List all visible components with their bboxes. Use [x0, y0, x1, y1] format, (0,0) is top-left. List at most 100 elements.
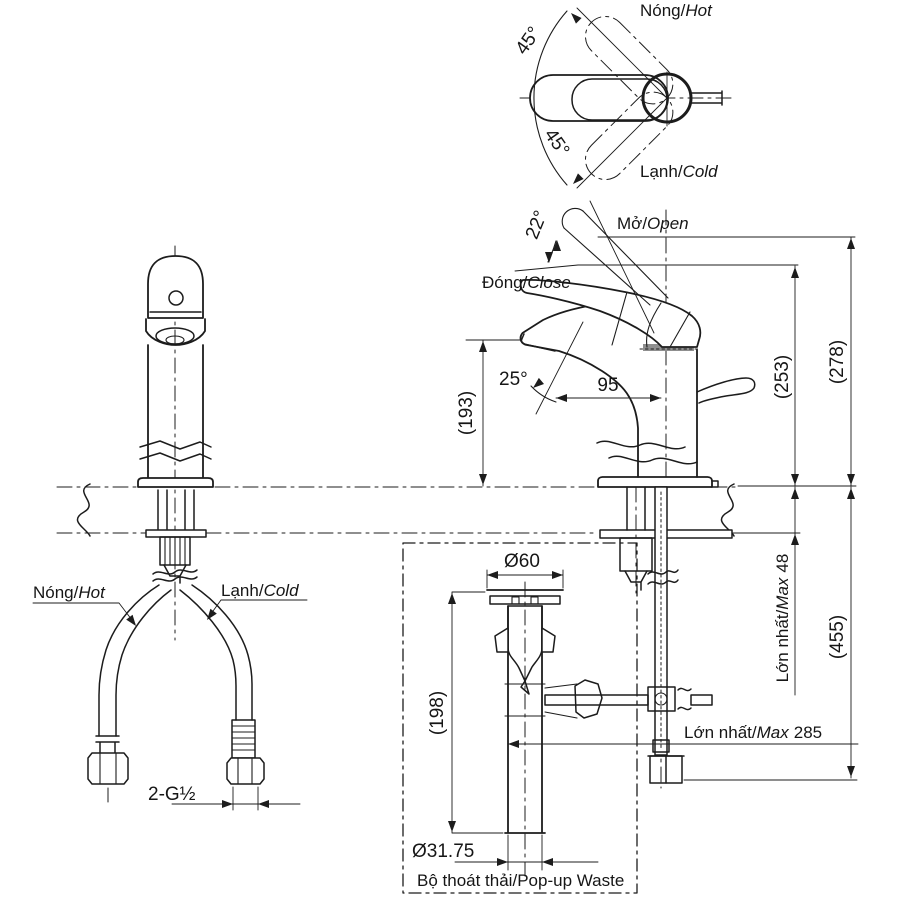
- reach-label: 95: [597, 375, 618, 396]
- cold-hose-outer: [191, 584, 253, 721]
- waste-height-arrow-bottom: [448, 821, 456, 832]
- front-view: Nóng/Hot Lạnh/Cold 2-G½: [32, 245, 308, 811]
- popup-waste-detail: Ø60 (198) Ø31.75 Bộ thoát thải/Pop-up Wa…: [402, 542, 713, 894]
- counter-deck: [56, 483, 857, 537]
- rod-reach-arrow: [508, 740, 519, 748]
- faucet-base: [597, 476, 713, 488]
- clamp-screw: [654, 692, 668, 706]
- horizontal-rod: [544, 694, 649, 706]
- lock-nut-knurl: [164, 536, 186, 566]
- rod-clamp: [647, 686, 676, 712]
- rod-ball-joint: [574, 679, 603, 719]
- under-counter-arrow-top: [847, 488, 855, 499]
- rotation-angle-arc: [533, 10, 568, 186]
- hot-nut-facets: [99, 752, 117, 785]
- pipe-dia-arrow-left: [497, 858, 508, 866]
- handle-facet-lines: [611, 291, 691, 348]
- plug-wings: [494, 627, 556, 653]
- handle-front: [147, 255, 204, 319]
- valve-spindle: [690, 90, 723, 106]
- front-shank: [157, 489, 195, 530]
- popup-boundary-box: [402, 542, 638, 894]
- flange-lug-right: [530, 596, 539, 605]
- swing-angle-lower: 45°: [540, 125, 574, 161]
- cold-connector-ribs: [231, 725, 256, 751]
- pipe-dia-label: Ø31.75: [412, 841, 474, 862]
- waste-tee: [504, 683, 578, 719]
- deck-thickness-label: Lớn nhất/Max48: [773, 554, 792, 683]
- flange-dia-label: Ø60: [504, 551, 540, 572]
- swing-angle-upper: 45°: [512, 23, 546, 59]
- lever-angle-arc: [547, 240, 557, 263]
- front-washer: [145, 529, 207, 538]
- aerator-inner: [165, 335, 185, 345]
- pull-rod-knob: [696, 377, 756, 404]
- under-counter-arrow-bottom: [847, 766, 855, 777]
- hot-leader: [32, 602, 136, 625]
- top-view: Nóng/Hot Lạnh/Cold 45° 45°: [512, 1, 736, 189]
- flange-lug-left: [511, 596, 520, 605]
- arc-arrow-up: [571, 13, 582, 24]
- hot-hose-coupling: [95, 735, 120, 754]
- waste-height-dim: [451, 591, 504, 834]
- counter-break-left: [76, 483, 91, 537]
- handle-outline-top: [529, 74, 669, 122]
- popup-waste-label: Bộ thoát thải/Pop-up Waste: [417, 871, 624, 890]
- lever-angle-arrow-top: [553, 240, 561, 251]
- arc-arrow-down: [573, 173, 584, 184]
- flange-dia-arrow-left: [487, 571, 498, 579]
- cold-hose-nut: [226, 757, 265, 785]
- cold-leader-arrow: [207, 608, 217, 620]
- hot-hose-nut: [87, 752, 129, 785]
- spout-front: [145, 318, 206, 346]
- waste-height-label: (198): [427, 691, 448, 735]
- thread-label: 2-G½: [148, 784, 196, 805]
- rotation-angle-rays: [576, 7, 668, 189]
- hot-hose-inner: [115, 589, 172, 737]
- rod-stub: [690, 694, 713, 706]
- thread-arrow-right: [258, 800, 269, 808]
- hot-label-top-view: Nóng/Hot: [640, 1, 713, 20]
- temperature-indicator: [168, 290, 184, 306]
- hose-break: [152, 569, 198, 582]
- pull-rod-break: [647, 569, 679, 585]
- hot-label-front: Nóng/Hot: [33, 583, 106, 602]
- cold-label-front: Lạnh/Cold: [221, 581, 299, 600]
- hot-leader-arrow: [126, 614, 136, 626]
- rod-break: [677, 687, 692, 711]
- spout-angle-ray: [535, 321, 584, 415]
- open-height-arrow-bottom: [847, 474, 855, 485]
- counter-extension-lines: [737, 485, 857, 534]
- closed-height-arrow-top: [791, 267, 799, 278]
- rod-collar: [652, 739, 670, 753]
- lever-angle-label: 22°: [522, 208, 552, 243]
- close-extension-line: [514, 264, 799, 272]
- spout-angle-label: 25°: [499, 369, 528, 390]
- open-height-arrow-top: [847, 238, 855, 249]
- cold-label-top-view: Lạnh/Cold: [640, 162, 718, 181]
- waste-flange-underplate: [489, 595, 561, 605]
- counter-break-right: [720, 483, 735, 537]
- body-break-lines: [596, 440, 698, 465]
- close-label: Đóng/Close: [482, 273, 571, 292]
- reach-arrow-left: [556, 394, 567, 402]
- base-step: [711, 480, 719, 488]
- spout-angle-arrow: [533, 377, 544, 388]
- cold-hose-inner: [179, 589, 237, 721]
- lever-angle-arrow-bottom: [545, 252, 553, 263]
- thread-dim-lines: [171, 786, 301, 811]
- open-label: Mở/Open: [617, 214, 689, 233]
- handle-open-axis: [589, 200, 655, 334]
- mounting-stud: [626, 486, 646, 531]
- flange-dia-dim: [486, 569, 564, 589]
- cold-nut-facets: [237, 757, 253, 785]
- closed-height-label: (253): [772, 355, 793, 399]
- spout-angle-arc: [530, 385, 557, 403]
- handle-open-edges: [563, 210, 669, 306]
- under-counter-label: (455): [827, 615, 848, 659]
- spout-outline: [519, 301, 644, 478]
- cold-leader: [207, 599, 308, 619]
- spout-height-arrow-top: [479, 341, 487, 352]
